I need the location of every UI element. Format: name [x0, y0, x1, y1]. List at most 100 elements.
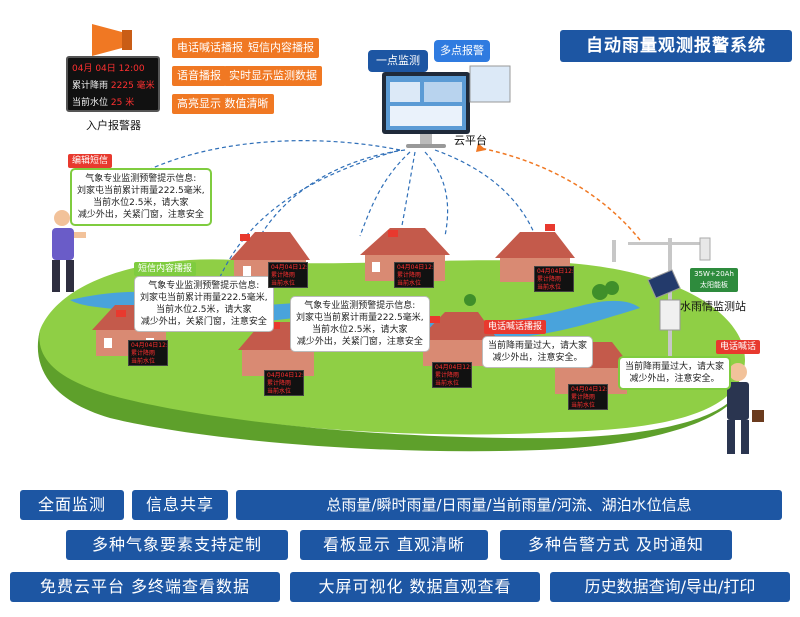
bubble-left-line4: 减少外出，关紧门窗，注意安全	[140, 317, 267, 327]
mini-display-d: 04月04日12:00 累计降雨 当前水位	[534, 266, 574, 292]
mini-c-row1: 04月04日12:00	[397, 264, 434, 271]
mini-f-row1: 04月04日12:00	[435, 364, 472, 371]
mini-f-row2: 累计降雨	[435, 372, 460, 379]
mini-display-c: 04月04日12:00 累计降雨 当前水位	[394, 262, 434, 288]
upload-arrow-head	[476, 143, 486, 152]
mini-b-row3: 当前水位	[271, 280, 296, 287]
mini-e-row1: 04月04日12:00	[267, 372, 304, 379]
mini-display-g: 04月04日12:00 累计降雨 当前水位	[568, 384, 608, 410]
bubble-left-house: 气象专业监测预警提示信息: 刘家屯当前累计雨量222.5毫米, 当前水位2.5米…	[134, 276, 274, 332]
mini-display-a: 04月04日12:00 累计降雨 当前水位	[128, 340, 168, 366]
led-water-unit: 米	[125, 98, 135, 108]
mini-a-row2: 累计降雨	[131, 350, 156, 357]
led-rain-value: 2225	[110, 81, 134, 91]
arc-to-house-3	[399, 151, 416, 237]
person-left	[52, 210, 86, 292]
bubble-left-line3: 当前水位2.5米，请大家	[156, 305, 252, 315]
tab-multi-point[interactable]: 多点报警	[434, 40, 490, 62]
led-row-rain: 累计降雨 2225 毫米	[72, 78, 158, 94]
bubble-left-line2: 刘家屯当前累计雨量222.5毫米,	[140, 293, 268, 303]
mini-display-f: 04月04日12:00 累计降雨 当前水位	[432, 362, 472, 388]
led-display: 04月 04日 12:00 累计降雨 2225 毫米 当前水位 25 米	[66, 56, 160, 112]
mini-display-e: 04月04日12:00 累计降雨 当前水位	[264, 370, 304, 396]
tag-edit-sms: 编辑短信	[68, 154, 113, 168]
bar-rainfall-types: 总雨量/瞬时雨量/日雨量/当前雨量/河流、湖泊水位信息	[236, 490, 782, 520]
mini-display-b: 04月04日12:00 累计降雨 当前水位	[268, 262, 308, 288]
bar-board-display: 看板显示 直观清晰	[300, 530, 488, 560]
mini-e-row3: 当前水位	[267, 388, 292, 395]
tag-phone-broadcast: 电话喊话播报	[484, 320, 547, 334]
led-water-value: 25	[110, 98, 123, 108]
businessman	[727, 363, 764, 454]
bar-custom-elements: 多种气象要素支持定制	[66, 530, 288, 560]
feature-tag-sms: 短信内容播报	[243, 38, 319, 58]
solar-spec-line2: 太阳能板	[700, 281, 728, 289]
feature-tag-highlight: 高亮显示 数值清晰	[172, 94, 274, 114]
arc-to-house-4	[424, 151, 449, 237]
solar-spec-badge: 35W+20Ah 太阳能板	[690, 268, 738, 292]
mini-b-row2: 累计降雨	[271, 272, 296, 279]
cloud-monitor	[382, 65, 511, 148]
tag-sms-broadcast: 短信内容播报	[134, 262, 197, 276]
bubble-biz-line2: 减少外出，注意安全。	[629, 374, 720, 384]
bar-free-cloud: 免费云平台 多终端查看数据	[10, 572, 280, 602]
bubble-edit-line1: 气象专业监测预警提示信息:	[85, 174, 197, 184]
bubble-left-line1: 气象专业监测预警提示信息:	[148, 281, 260, 291]
bubble-center-line3: 当前水位2.5米，请大家	[312, 325, 408, 335]
arc-to-house-5	[434, 149, 536, 236]
bubble-phone-line2: 减少外出，注意安全。	[492, 353, 583, 363]
bubble-phone-broadcast: 当前降雨量过大，请大家 减少外出，注意安全。	[482, 336, 594, 368]
mini-g-row3: 当前水位	[571, 402, 596, 409]
bubble-center-line4: 减少外出，关紧门窗，注意安全	[296, 337, 423, 347]
mini-c-row2: 累计降雨	[397, 272, 422, 279]
upload-arc	[479, 147, 641, 241]
feature-tag-phone: 电话喊话播报	[172, 38, 248, 58]
station-label: 水雨情监测站	[680, 300, 746, 313]
bubble-center-house: 气象专业监测预警提示信息: 刘家屯当前累计雨量222.5毫米, 当前水位2.5米…	[290, 296, 430, 352]
bubble-center-line1: 气象专业监测预警提示信息:	[304, 301, 416, 311]
cloud-label: 云平台	[454, 134, 487, 147]
mini-b-row1: 04月04日12:00	[271, 264, 308, 271]
led-rain-label: 累计降雨	[72, 81, 109, 91]
mini-a-row1: 04月04日12:00	[131, 342, 168, 349]
trees	[464, 281, 619, 306]
bar-alarm-methods: 多种告警方式 及时通知	[500, 530, 732, 560]
station-structure	[612, 237, 711, 358]
led-row-datetime: 04月 04日 12:00	[72, 64, 145, 74]
arc-to-house-1	[257, 149, 406, 241]
bubble-businessman: 当前降雨量过大，请大家 减少外出，注意安全。	[618, 356, 732, 390]
led-water-label: 当前水位	[72, 98, 109, 108]
mini-a-row3: 当前水位	[131, 358, 156, 365]
household-alarm-label: 入户报警器	[86, 119, 141, 132]
mini-e-row2: 累计降雨	[267, 380, 292, 387]
bubble-phone-line1: 当前降雨量过大，请大家	[488, 341, 588, 351]
tag-phone-call: 电话喊话	[716, 340, 761, 354]
mini-f-row3: 当前水位	[435, 380, 460, 387]
bubble-biz-line1: 当前降雨量过大，请大家	[625, 362, 725, 372]
bar-info-sharing: 信息共享	[132, 490, 228, 520]
led-row-water: 当前水位 25 米	[72, 95, 158, 111]
mini-g-row1: 04月04日12:00	[571, 386, 608, 393]
tab-single-point[interactable]: 一点监测	[368, 50, 428, 72]
horn-speaker	[92, 24, 132, 56]
bubble-center-line2: 刘家屯当前累计雨量222.5毫米,	[296, 313, 424, 323]
solar-spec-line1: 35W+20Ah	[694, 270, 734, 278]
system-title: 自动雨量观测报警系统	[560, 30, 792, 62]
feature-tag-realtime: 实时显示监测数据	[224, 66, 322, 86]
bubble-edit-sms: 气象专业监测预警提示信息: 刘家屯当前累计雨量222.5毫米, 当前水位2.5米…	[70, 168, 212, 226]
bubble-edit-line4: 减少外出，关紧门窗，注意安全	[77, 210, 204, 220]
bubble-edit-line3: 当前水位2.5米，请大家	[93, 198, 189, 208]
mini-d-row3: 当前水位	[537, 284, 562, 291]
house-f	[418, 312, 498, 366]
mini-d-row2: 累计降雨	[537, 276, 562, 283]
grass-shadow	[37, 330, 742, 452]
mini-d-row1: 04月04日12:00	[537, 268, 574, 275]
bar-full-monitoring: 全面监测	[20, 490, 124, 520]
mini-c-row3: 当前水位	[397, 280, 422, 287]
led-rain-unit: 毫米	[136, 81, 155, 91]
mini-g-row2: 累计降雨	[571, 394, 596, 401]
bar-big-screen: 大屏可视化 数据直观查看	[290, 572, 540, 602]
feature-tag-voice: 语音播报	[172, 66, 226, 86]
bubble-edit-line2: 刘家屯当前累计雨量222.5毫米,	[77, 186, 205, 196]
bar-history-data: 历史数据查询/导出/打印	[550, 572, 790, 602]
